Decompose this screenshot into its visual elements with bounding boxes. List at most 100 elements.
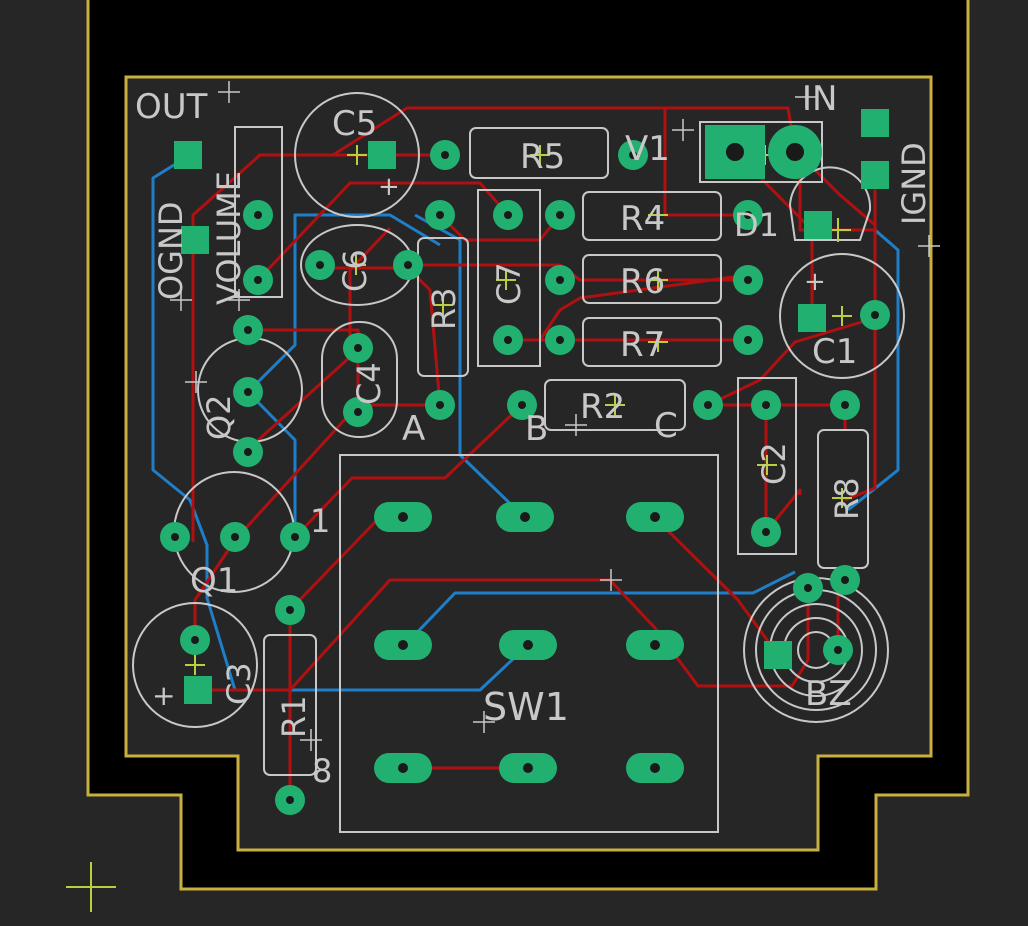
ognd-label: OGND (152, 201, 190, 300)
origin-cross (757, 455, 777, 475)
silk-cross (672, 119, 694, 141)
pad-hole (504, 211, 512, 219)
pad-hole (354, 408, 362, 416)
bottom-trace (246, 390, 297, 537)
pad-hole (398, 640, 408, 650)
pad-hole (231, 533, 239, 541)
r3-label: R3 (425, 287, 463, 330)
silkscreen-text: OUT OGND VOLUME C5 R5 V1 IN IGND C6 R3 C… (135, 79, 933, 790)
pad-hole (254, 211, 262, 219)
origin-cross (185, 655, 205, 675)
silk-cross (918, 235, 940, 257)
origin-cross (832, 488, 852, 508)
r2-outline (544, 379, 686, 431)
bz-label: BZ (805, 674, 852, 714)
outer-outline (86, 0, 970, 891)
pad-hole (786, 143, 804, 161)
origin-cross (530, 145, 550, 165)
c3-label: C3 (220, 662, 258, 705)
c2-outline (737, 377, 797, 555)
top-trace (256, 181, 510, 282)
c3-plus: + (152, 679, 175, 712)
pad-hole (841, 401, 849, 409)
c5-plus: + (378, 172, 400, 202)
pad-hole (804, 584, 812, 592)
c1-plus: + (804, 267, 826, 297)
inner-outline (124, 75, 933, 852)
square-pad (764, 641, 792, 669)
origin-cross (648, 270, 668, 290)
pad-hole (398, 763, 408, 773)
pad-hole (523, 640, 533, 650)
r3-outline (417, 237, 469, 377)
r7-outline (582, 317, 722, 367)
c5-outline (294, 92, 420, 218)
q2-label: Q2 (200, 394, 238, 440)
top-trace (844, 175, 877, 502)
pad-hole (244, 326, 252, 334)
r1-outline (263, 634, 317, 776)
pad-hole (556, 336, 564, 344)
square-pad (798, 304, 826, 332)
silk-cross (218, 81, 240, 103)
square-pad (804, 211, 832, 239)
pad-hole (244, 388, 252, 396)
volume-outline (234, 126, 283, 298)
r5-label: R5 (520, 137, 565, 177)
origin-cross (648, 205, 668, 225)
silk-cross (600, 569, 622, 591)
c4-outline (321, 321, 398, 438)
pad-hole (286, 796, 294, 804)
pin1-label: 1 (310, 502, 330, 540)
r4-label: R4 (620, 199, 665, 239)
silk-cross (565, 414, 587, 436)
c7-outline (477, 189, 541, 367)
volume-label: VOLUME (210, 171, 248, 305)
square-pad (174, 141, 202, 169)
pad-hole (244, 448, 252, 456)
square-pad (861, 109, 889, 137)
r4-outline (582, 191, 722, 241)
pad-hole (704, 401, 712, 409)
v1-label: V1 (625, 129, 670, 169)
origin-cross (605, 395, 625, 415)
silk-cross (300, 729, 322, 751)
in-label: IN (802, 79, 837, 119)
top-trace (707, 316, 876, 407)
c-label: C (654, 406, 678, 446)
pad-hole (650, 640, 660, 650)
pads-layer (160, 109, 890, 815)
origin-cross (347, 145, 367, 165)
pad-hole (744, 336, 752, 344)
bottom-trace (403, 570, 796, 647)
pad-hole (171, 533, 179, 541)
top-trace (438, 213, 562, 242)
pad-hole (629, 151, 637, 159)
top-trace (293, 403, 524, 539)
bottom-trace (151, 153, 530, 692)
c1-label: C1 (812, 332, 857, 372)
pad-hole (834, 646, 842, 654)
square-pad (184, 676, 212, 704)
silk-cross (795, 86, 817, 108)
b-label: B (525, 409, 548, 449)
pad-hole (841, 576, 849, 584)
origin-cross (496, 270, 516, 290)
silk-cross (170, 289, 192, 311)
r2-label: R2 (580, 387, 625, 427)
pad-hole (871, 311, 879, 319)
origin-cross (648, 332, 668, 352)
pad-hole (354, 344, 362, 352)
sw1-outline (339, 454, 719, 833)
pad-hole (404, 261, 412, 269)
q1-label: Q1 (190, 561, 238, 601)
origin-cross (832, 306, 852, 326)
sw1-label: SW1 (483, 685, 569, 729)
pad-hole (650, 763, 660, 773)
origin-cross (66, 862, 116, 912)
r5-outline (469, 127, 609, 179)
d1-label: D1 (734, 206, 779, 244)
bottom-trace (246, 213, 441, 394)
top-trace (653, 516, 780, 656)
